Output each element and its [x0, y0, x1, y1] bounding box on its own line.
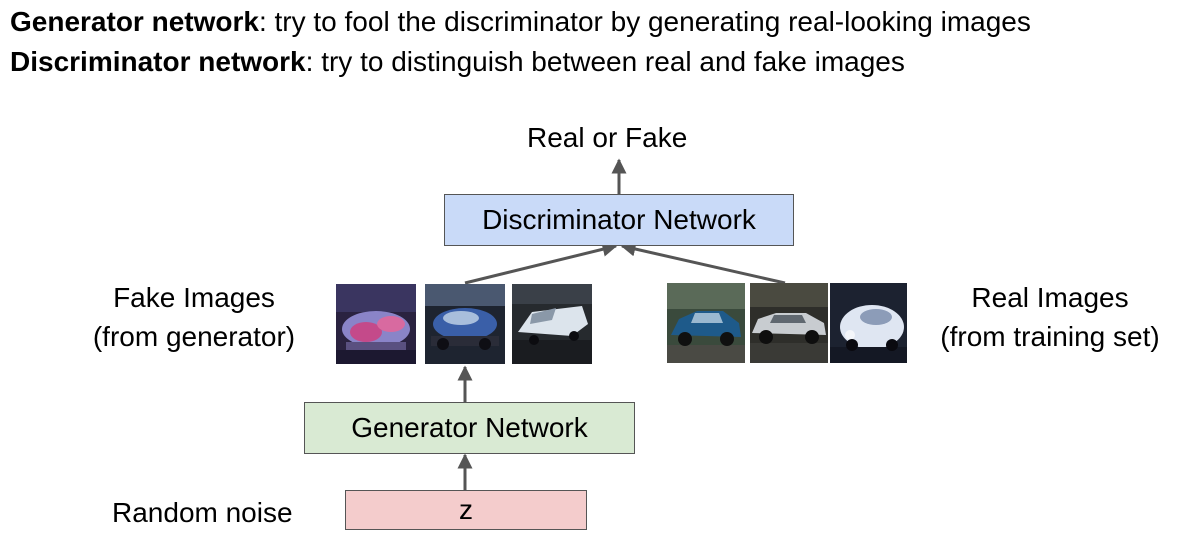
discriminator-term: Discriminator network [10, 46, 306, 77]
arrow-real-to-disc [620, 241, 786, 285]
discriminator-network-box: Discriminator Network [444, 194, 794, 246]
z-label: z [459, 494, 473, 525]
discriminator-network-label: Discriminator Network [482, 204, 756, 235]
fake-images-label: Fake Images (from generator) [78, 278, 310, 356]
real-image-2 [750, 283, 828, 363]
discriminator-definition: : try to distinguish between real and fa… [305, 46, 905, 77]
generator-term: Generator network [10, 6, 259, 37]
fake-images-source: (from generator) [92, 321, 296, 352]
noise-z-box: z [345, 490, 587, 530]
real-image-3 [830, 283, 907, 363]
real-image-1 [667, 283, 745, 363]
random-noise-label: Random noise [112, 497, 293, 528]
fake-image-3 [512, 284, 592, 364]
output-label: Real or Fake [527, 122, 688, 153]
generator-description: Generator network: try to fool the discr… [10, 5, 1031, 39]
real-images-title: Real Images [971, 282, 1129, 313]
real-images-label: Real Images (from training set) [922, 278, 1178, 356]
fake-image-2 [425, 284, 505, 364]
generator-definition: : try to fool the discriminator by gener… [258, 6, 1031, 37]
generator-network-box: Generator Network [304, 402, 635, 454]
discriminator-description: Discriminator network: try to distinguis… [10, 45, 905, 79]
arrow-fake-to-disc [464, 241, 618, 285]
fake-images-title: Fake Images [113, 282, 275, 313]
generator-network-label: Generator Network [351, 412, 588, 443]
fake-image-1 [336, 284, 416, 364]
real-images-source: (from training set) [940, 321, 1160, 352]
